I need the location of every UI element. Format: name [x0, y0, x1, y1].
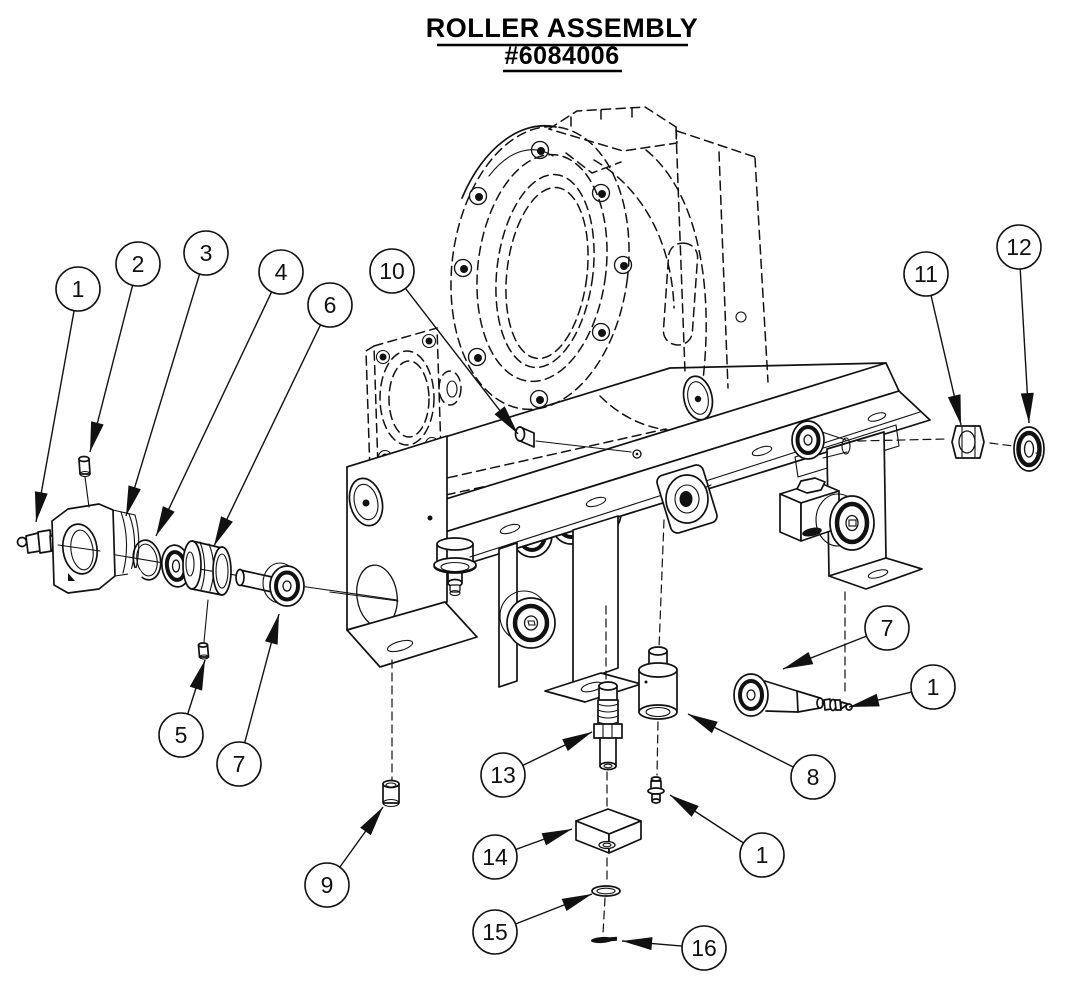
balloon-label: 15 — [482, 919, 508, 945]
drawing-number: #6084006 — [504, 42, 619, 70]
balloon-part-9: 9 — [304, 862, 350, 908]
balloon-label: 10 — [379, 258, 405, 284]
grease-fitting-left — [16, 529, 58, 554]
balloon-part-1-left: 1 — [55, 266, 101, 312]
window-roller — [791, 420, 851, 460]
upper-disc-wheel — [682, 375, 714, 421]
balloon-label: 5 — [175, 722, 188, 748]
hidden-edge — [431, 449, 653, 499]
phantom-side-flange — [365, 327, 462, 475]
balloon-label: 4 — [275, 259, 288, 285]
title-block: ROLLER ASSEMBLY #6084006 — [426, 13, 699, 73]
centerlines — [391, 438, 1014, 935]
balloon-part-8: 8 — [790, 754, 836, 800]
balloon-label: 1 — [72, 276, 85, 302]
flanged-washer — [1013, 426, 1045, 472]
bracket-weldment — [329, 362, 931, 703]
shoulder-bolt-roller-left — [235, 562, 305, 607]
stepped-bushing-8 — [638, 646, 678, 720]
phantom-gearbox-housing — [365, 106, 769, 499]
balloon-label: 6 — [324, 292, 337, 318]
flat-screw-16 — [591, 936, 618, 944]
hex-block-roller — [779, 477, 875, 551]
balloon-label: 7 — [233, 751, 246, 777]
balloon-label: 12 — [1006, 234, 1032, 260]
balloon-part-4: 4 — [258, 249, 304, 295]
snap-ring — [128, 539, 162, 582]
square-flange-nut — [656, 464, 718, 534]
oring-washer — [591, 885, 621, 897]
balloon-label: 8 — [807, 764, 820, 790]
hidden-edge — [419, 428, 667, 485]
balloon-part-3: 3 — [183, 230, 229, 276]
balloon-label: 13 — [490, 762, 516, 788]
balloon-part-12: 12 — [996, 224, 1042, 270]
balloon-label: 2 — [132, 251, 145, 277]
phantom-upright-arm — [548, 106, 769, 432]
hex-nut — [951, 425, 985, 459]
left-plate — [329, 435, 478, 668]
balloon-part-15: 15 — [472, 909, 518, 955]
callout-leaders — [34, 268, 1034, 951]
balloon-part-1-bottom: 1 — [739, 832, 785, 878]
balloon-part-6: 6 — [307, 282, 353, 328]
locating-pin — [514, 426, 642, 459]
threaded-adjuster — [593, 681, 623, 771]
balloon-part-11: 11 — [903, 251, 949, 297]
mounting-block — [575, 808, 642, 854]
grease-fitting-bottom — [647, 776, 665, 804]
right-exploded-parts — [733, 425, 1045, 717]
callout-balloons: 1 2 3 4 6 10 11 12 5 7 9 13 14 15 16 8 1… — [55, 224, 1042, 971]
roller-spacer — [160, 540, 232, 596]
roller-housing — [51, 503, 140, 594]
drawing-title: ROLLER ASSEMBLY — [426, 13, 699, 43]
balloon-label: 1 — [756, 842, 769, 868]
balloon-label: 9 — [321, 872, 334, 898]
balloon-label: 1 — [927, 674, 940, 700]
balloon-label: 14 — [482, 844, 508, 870]
stud-roller — [433, 537, 477, 597]
left-roller-chain — [16, 455, 400, 808]
balloon-label: 3 — [200, 240, 213, 266]
balloon-part-10: 10 — [369, 248, 415, 294]
flange-bolt-heads — [453, 140, 633, 409]
balloon-part-7-right: 7 — [864, 605, 910, 651]
balloon-part-13: 13 — [480, 752, 526, 798]
balloon-label: 11 — [914, 261, 938, 287]
balloon-label: 7 — [881, 615, 894, 641]
balloon-label: 16 — [691, 935, 717, 961]
set-screw — [197, 599, 210, 660]
balloon-part-2: 2 — [115, 241, 161, 287]
bay-roller — [499, 590, 556, 649]
dowel-pin — [78, 455, 91, 508]
shoulder-bolt-roller-right — [733, 673, 828, 717]
spacer-bushing-9 — [382, 779, 400, 808]
grease-fitting-right — [823, 698, 853, 712]
balloon-part-14: 14 — [472, 834, 518, 880]
balloon-part-1-right: 1 — [910, 664, 956, 710]
bottom-center-chain — [575, 646, 678, 944]
balloon-part-5: 5 — [158, 712, 204, 758]
balloon-part-16: 16 — [681, 925, 727, 971]
balloon-part-7-left: 7 — [216, 741, 262, 787]
